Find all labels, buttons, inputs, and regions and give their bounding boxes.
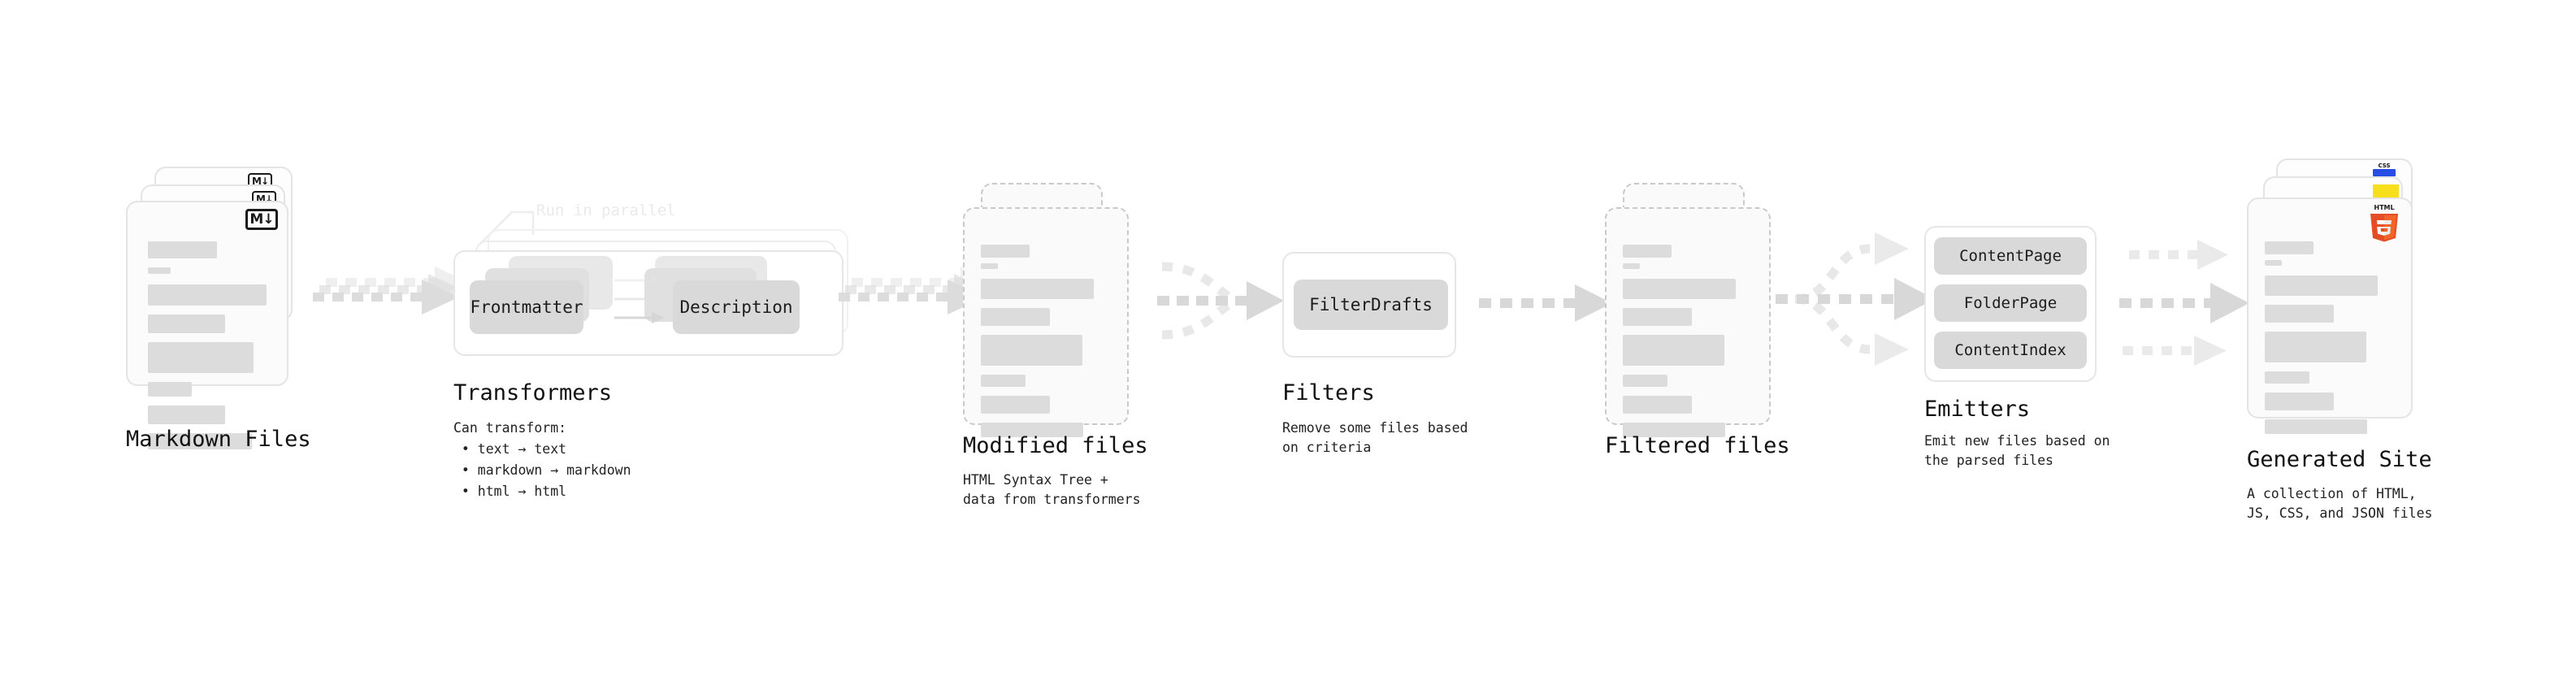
- stage-desc-transformers-line-3: • html → html: [453, 484, 567, 499]
- modified-card-front: [963, 207, 1129, 437]
- stage-title-markdown-files: Markdown Files: [126, 427, 311, 452]
- connector-emitters-to-site: [2119, 240, 2249, 366]
- document-card-front: [126, 201, 288, 449]
- emitter-chip-contentpage-label: ContentPage: [1959, 247, 2062, 265]
- stage-desc-site-line-0: A collection of HTML,: [2247, 486, 2417, 501]
- stage-desc-modified-line-0: HTML Syntax Tree +: [963, 472, 1108, 488]
- stage-title-modified-files: Modified files: [963, 433, 1148, 458]
- markdown-badge-text: M↓: [249, 211, 274, 228]
- run-in-parallel-leader: [479, 210, 535, 245]
- stage-desc-modified-line-1: data from transformers: [963, 492, 1141, 507]
- stage-desc-transformers-line-2: • markdown → markdown: [453, 462, 631, 478]
- run-in-parallel-label: Run in parallel: [536, 202, 676, 219]
- filter-chip-filterdrafts[interactable]: FilterDrafts: [1294, 280, 1448, 330]
- filter-chip-filterdrafts-label: FilterDrafts: [1309, 295, 1433, 314]
- connector-filtered-to-emitters: [1776, 232, 1935, 366]
- stage-title-emitters: Emitters: [1924, 397, 2031, 422]
- transformer-chip-description[interactable]: Description: [673, 280, 800, 334]
- stage-title-filtered-files: Filtered files: [1605, 433, 1790, 458]
- filtered-bars: [1623, 245, 1751, 437]
- emitter-chip-contentpage[interactable]: ContentPage: [1934, 237, 2087, 275]
- stage-title-generated-site: Generated Site: [2247, 447, 2432, 472]
- transformer-chip-description-label: Description: [679, 297, 793, 317]
- stage-title-filters: Filters: [1282, 380, 1375, 406]
- document-bars: [148, 241, 267, 449]
- stage-desc-filters-line-0: Remove some files based: [1282, 420, 1468, 436]
- js-icon: [2373, 184, 2399, 200]
- transformer-chip-frontmatter-label: Frontmatter: [470, 297, 583, 317]
- stage-desc-transformers-line-0: Can transform:: [453, 420, 567, 436]
- markdown-badge-text-2: M↓: [252, 175, 269, 187]
- svg-text:HTML: HTML: [2374, 204, 2394, 211]
- emitter-chip-folderpage-label: FolderPage: [1963, 294, 2058, 312]
- stage-title-transformers: Transformers: [453, 380, 613, 406]
- filtered-card-front: [1605, 207, 1771, 437]
- transformer-chip-frontmatter[interactable]: Frontmatter: [470, 280, 583, 334]
- transformer-inner-arrows: [614, 275, 665, 323]
- connector-filters-to-filtered: [1479, 284, 1612, 322]
- emitter-chip-contentindex-label: ContentIndex: [1954, 341, 2066, 359]
- stage-desc-emitters-line-1: the parsed files: [1924, 453, 2053, 468]
- connector-md-to-transformers: [313, 267, 469, 314]
- site-bars: [2265, 241, 2393, 434]
- stage-desc-site-line-1: JS, CSS, and JSON files: [2247, 505, 2433, 521]
- css-icon-label: CSS: [2378, 163, 2391, 169]
- stage-desc-filters-line-1: on criteria: [1282, 440, 1372, 455]
- modified-bars: [981, 245, 1109, 437]
- css-icon: CSS: [2373, 163, 2396, 176]
- stage-generated-site: CSS HTML: [2247, 158, 2413, 434]
- stage-desc-emitters-line-0: Emit new files based on: [1924, 433, 2110, 449]
- markdown-icon: M↓: [245, 209, 278, 230]
- html5-icon: HTML: [2367, 202, 2401, 243]
- emitter-chip-folderpage[interactable]: FolderPage: [1934, 284, 2087, 322]
- connector-modified-to-filters: [1157, 262, 1284, 340]
- stage-desc-transformers-line-1: • text → text: [453, 441, 567, 457]
- site-card-front: [2247, 197, 2413, 434]
- emitter-chip-contentindex[interactable]: ContentIndex: [1934, 332, 2087, 369]
